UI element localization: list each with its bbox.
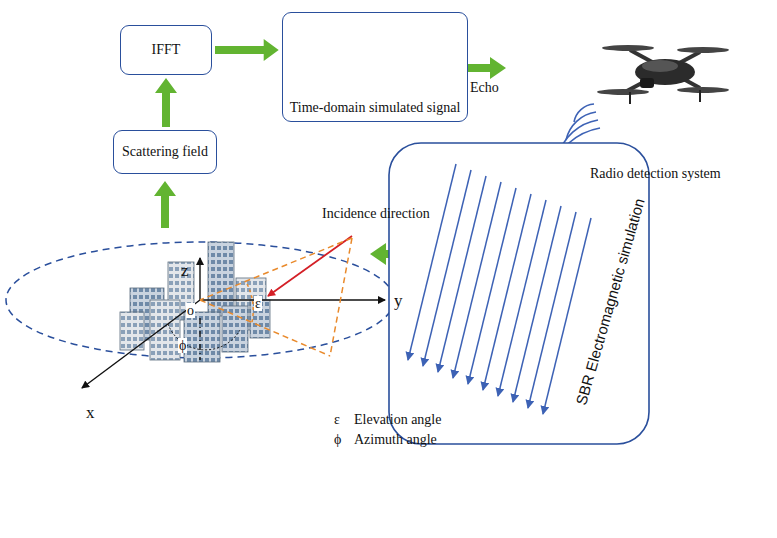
angle-symbol: ε xyxy=(254,296,262,311)
legend-symbol: ε xyxy=(334,412,340,427)
axes xyxy=(82,258,385,388)
edge-label: Echo xyxy=(470,80,499,95)
legend-text: Elevation angle xyxy=(354,412,441,427)
signal-box: Time-domain simulated signal xyxy=(282,12,469,122)
axis-label: y xyxy=(394,292,403,311)
process-box: IFFT xyxy=(120,25,212,75)
city-buildings xyxy=(120,242,270,362)
box-text: Scattering field xyxy=(122,144,208,160)
incidence-ray xyxy=(268,236,352,296)
direction-label: Incidence direction xyxy=(322,206,430,221)
simulation-box: SBR Electromagnetic simulation xyxy=(388,142,650,445)
axis-label: z xyxy=(181,262,189,281)
angle-symbol: ϕ xyxy=(178,338,187,353)
legend-symbol: ϕ xyxy=(334,432,341,447)
device-label: Radio detection system xyxy=(590,166,721,181)
origin-label: o xyxy=(186,303,195,318)
flow-arrow xyxy=(215,39,279,61)
box-text: IFFT xyxy=(152,42,181,58)
flow-arrow xyxy=(155,78,177,127)
projection-lines xyxy=(200,238,352,356)
legend-text: Azimuth angle xyxy=(354,432,437,447)
axis-label: x xyxy=(86,404,95,423)
process-box: Scattering field xyxy=(113,130,217,174)
drone xyxy=(597,45,729,104)
box-text: Time-domain simulated signal xyxy=(290,100,461,116)
